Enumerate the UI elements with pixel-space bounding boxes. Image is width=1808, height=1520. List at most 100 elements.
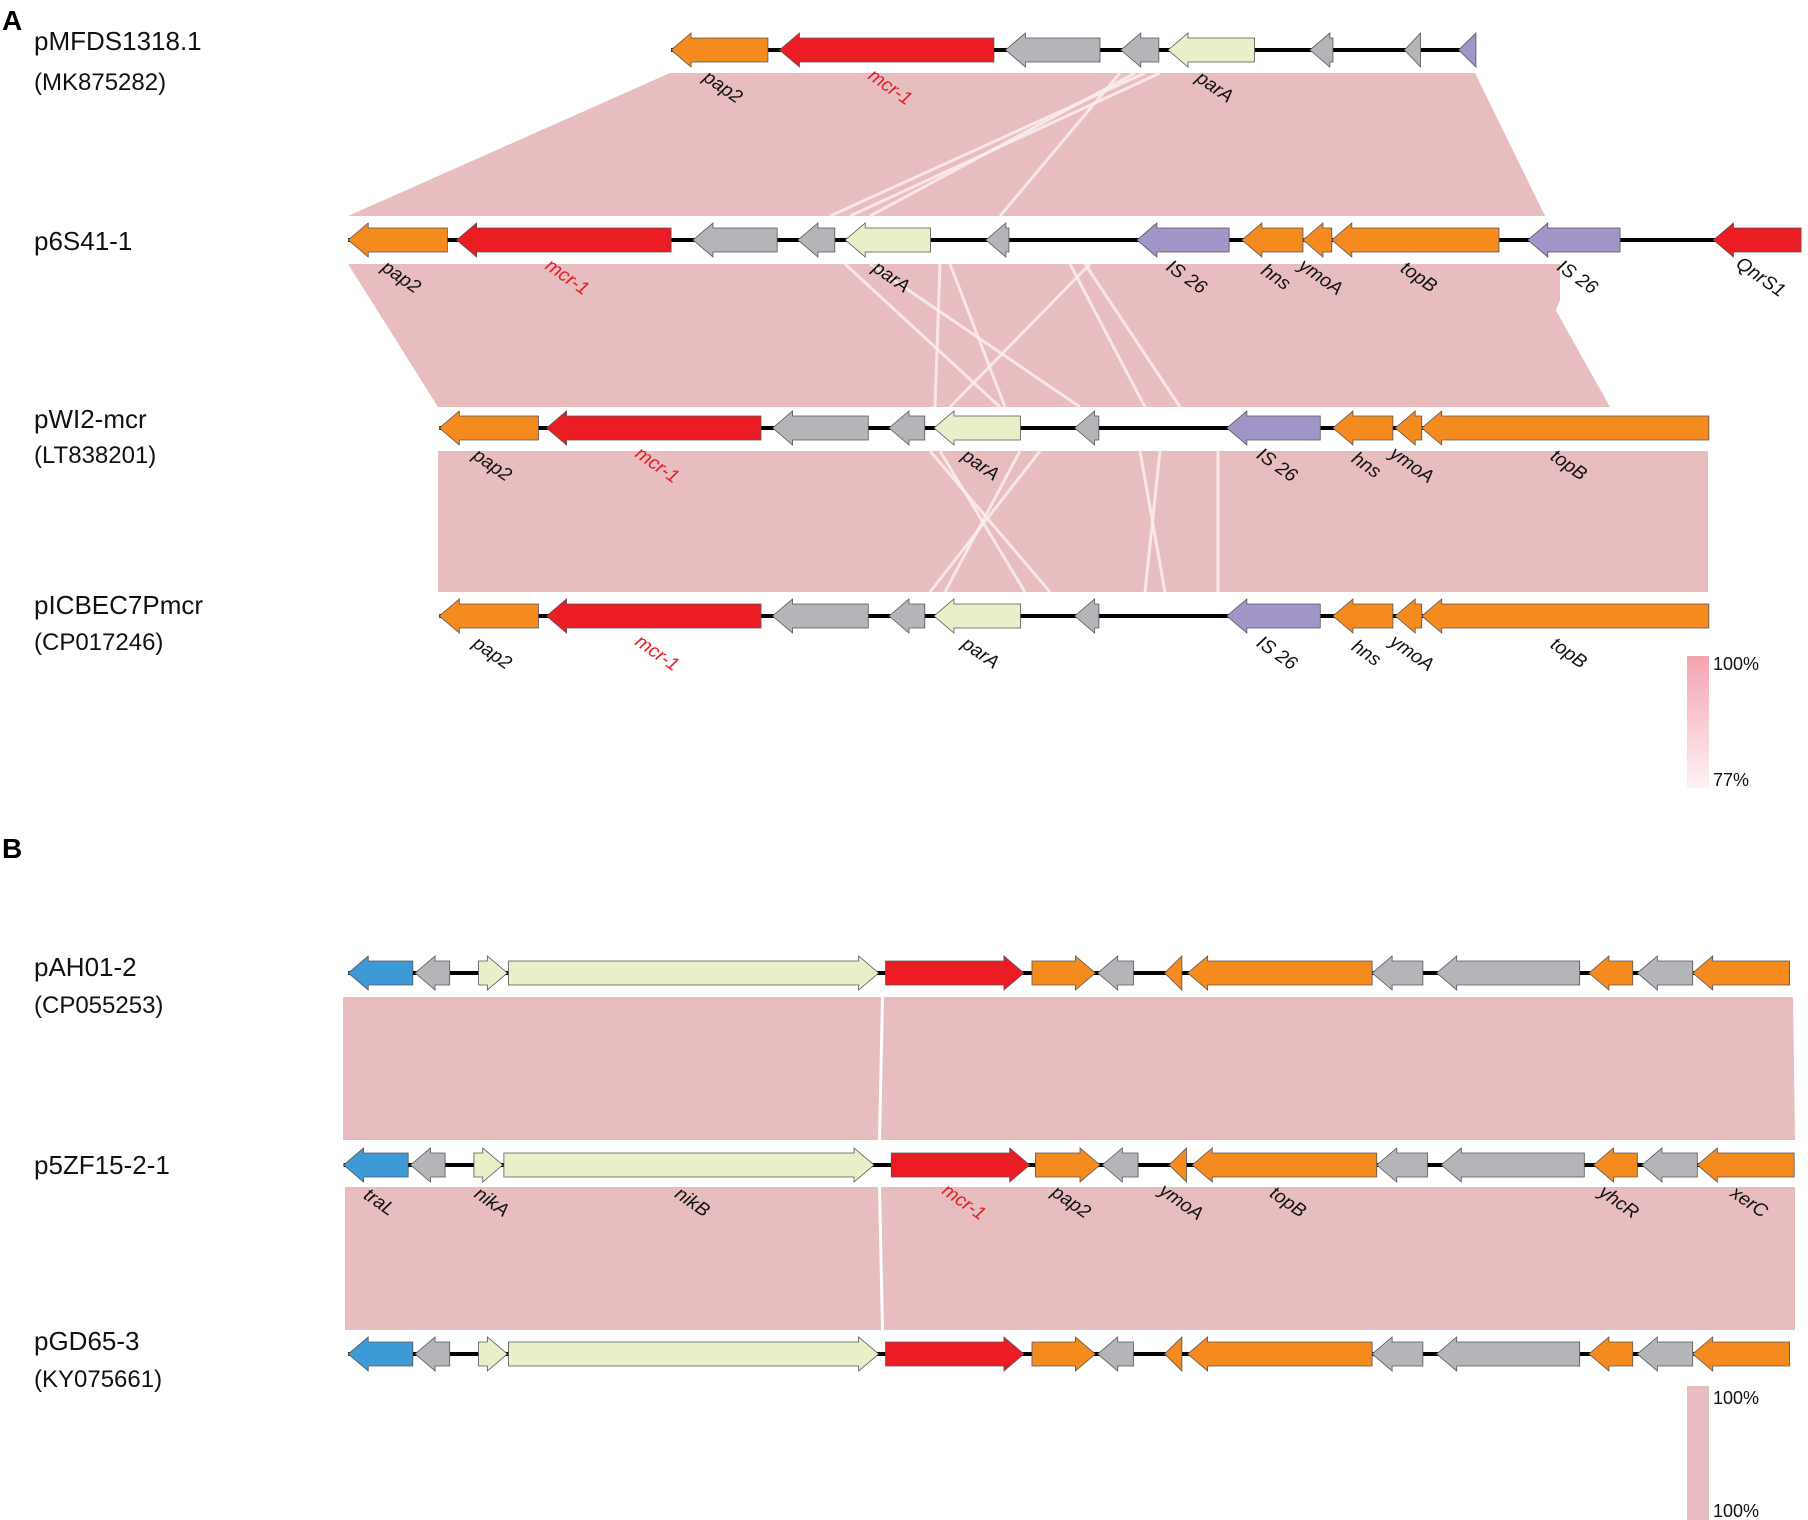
orf-gene-arrow [414, 1336, 451, 1372]
orf-gene-arrow [985, 222, 1010, 258]
hns-gene-arrow [1241, 222, 1304, 258]
identity-bands [343, 73, 1795, 1330]
ymoa-gene-arrow [1394, 410, 1423, 446]
orf-gene-arrow [508, 955, 880, 991]
orf-gene-arrow [508, 1336, 880, 1372]
orf-gene-arrow [885, 955, 1025, 991]
orf-gene-arrow [1376, 1147, 1428, 1183]
plasmid-name: pMFDS1318.1 [34, 26, 202, 56]
crossing-alignment [998, 72, 1122, 217]
orf-gene-arrow [1636, 955, 1694, 991]
para-gene-arrow [933, 410, 1021, 446]
orf-gene-arrow [1074, 410, 1100, 446]
gene-label: hns [1348, 636, 1386, 671]
yhcr-gene-arrow [1592, 1147, 1638, 1183]
orf-gene-arrow [1371, 955, 1424, 991]
orf-gene-arrow [1636, 1336, 1694, 1372]
pap2-gene-arrow [438, 410, 539, 446]
crossing-alignment [1083, 263, 1182, 408]
orf-gene-arrow [1436, 955, 1581, 991]
identity-band [438, 451, 1708, 592]
orf-gene-arrow [1097, 1336, 1134, 1372]
nika-gene-arrow [473, 1147, 504, 1183]
scale-min-label: 77% [1713, 770, 1749, 790]
orf-gene-arrow [1101, 1147, 1139, 1183]
para-gene-arrow [844, 222, 931, 258]
orf-gene-arrow [414, 955, 451, 991]
scale-min-label: 100% [1713, 1501, 1759, 1520]
crossing-alignment [869, 71, 1136, 218]
orf-gene-arrow [1588, 1336, 1634, 1372]
gene-label: QnrS1 [1732, 253, 1789, 302]
pap2-gene-arrow [438, 598, 539, 634]
orf-gene-arrow [1692, 955, 1790, 991]
crossing-alignment [933, 263, 942, 408]
plasmid-name: p6S41-1 [34, 226, 132, 256]
hns-gene-arrow [1332, 410, 1394, 446]
nikb-gene-arrow [503, 1147, 875, 1183]
is26-gene-arrow [1226, 598, 1321, 634]
orf-gene-arrow [1588, 955, 1634, 991]
plasmid-accession: (MK875282) [34, 69, 166, 96]
gene-label: mcr-1 [631, 631, 683, 676]
orf-gene-arrow [797, 222, 836, 258]
topb-gene-arrow [1421, 410, 1710, 446]
orf-gene-arrow [1074, 598, 1100, 634]
crossing-alignment [928, 450, 1042, 593]
crossing-alignment [928, 450, 1052, 593]
identity-band [881, 997, 1795, 1140]
orf-gene-arrow [1004, 32, 1101, 68]
plasmid-accession: (LT838201) [34, 442, 156, 469]
identity-band [881, 1187, 1795, 1330]
crossing-alignment [1143, 450, 1162, 593]
identity-band [345, 1187, 881, 1330]
orf-gene-arrow [888, 598, 926, 634]
is26-gene-arrow [1527, 222, 1621, 258]
orf-gene-arrow [409, 1147, 446, 1183]
orf-gene-arrow [1120, 32, 1160, 68]
plasmid-accession: (KY075661) [34, 1366, 162, 1393]
gene-label: topB [1546, 634, 1590, 674]
crossing-alignment [938, 450, 1027, 593]
mcr-1-gene-arrow [890, 1147, 1031, 1183]
orf-gene-arrow [1164, 1336, 1183, 1372]
identity-band [1530, 264, 1560, 312]
identity-band [348, 73, 1545, 216]
identity-band [343, 997, 881, 1140]
mcr-1-gene-arrow [545, 410, 762, 446]
is26-gene-arrow [1136, 222, 1230, 258]
panel-b-labels: pAH01-2 (CP055253) p5ZF15-2-1 pGD65-3 (K… [34, 952, 170, 1393]
orf-gene-arrow [1403, 31, 1421, 69]
orf-gene-arrow [1440, 1147, 1585, 1183]
scale-gradient [1687, 656, 1709, 788]
topb-gene-arrow [1421, 598, 1710, 634]
crossing-alignments [829, 71, 1220, 593]
identity-scale-b: 100% 100% [1687, 1386, 1759, 1520]
qnrs1-gene-arrow [1712, 222, 1802, 258]
crossing-alignment [948, 262, 1092, 409]
orf-gene-arrow [771, 598, 869, 634]
gene-label: IS 26 [1553, 256, 1602, 299]
orf-gene-arrow [478, 1336, 508, 1372]
ymoa-gene-arrow [1302, 222, 1333, 258]
plasmid-name: pICBEC7Pmcr [34, 590, 203, 620]
orf-gene-arrow [885, 1336, 1025, 1372]
topb-gene-arrow [1191, 1147, 1378, 1183]
crossing-alignment [869, 262, 1081, 409]
crossing-alignment [1068, 263, 1147, 408]
panel-b-letter: B [2, 833, 22, 864]
ymoa-gene-arrow [1168, 1147, 1187, 1183]
ymoa-gene-arrow [1394, 598, 1423, 634]
tral-gene-arrow [342, 1147, 409, 1183]
plasmid-accession: (CP055253) [34, 992, 163, 1019]
orf-gene-arrow [1641, 1147, 1698, 1183]
orf-gene-arrow [1031, 955, 1097, 991]
scale-solid [1687, 1386, 1709, 1520]
orf-gene-arrow [1187, 955, 1373, 991]
hns-gene-arrow [1332, 598, 1394, 634]
plasmid-accession: (CP017246) [34, 629, 163, 656]
mcr-1-gene-arrow [778, 32, 995, 68]
mcr-1-gene-arrow [545, 598, 762, 634]
para-gene-arrow [933, 598, 1021, 634]
